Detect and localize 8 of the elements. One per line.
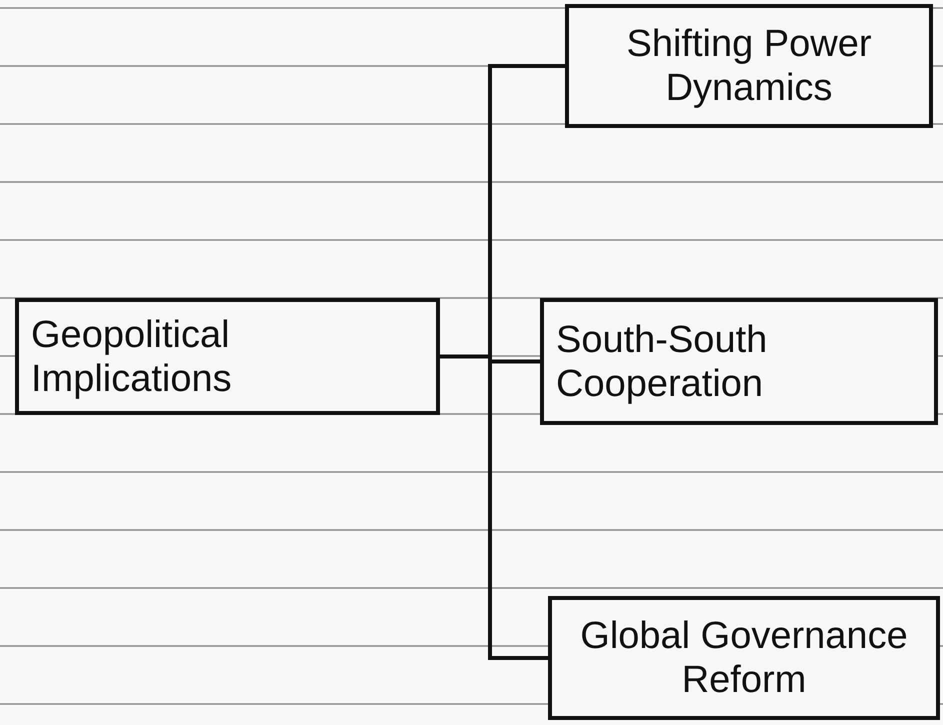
- topic-box: [540, 298, 938, 425]
- topic-box: [548, 596, 940, 720]
- topic-label: South-South Cooperation: [556, 318, 768, 406]
- topic-label: Global Governance Reform: [579, 614, 909, 702]
- topic-label: Shifting Power Dynamics: [625, 22, 872, 110]
- topic-box: [15, 298, 440, 415]
- topic-label: Geopolitical Implications: [31, 312, 233, 400]
- topic-box: [565, 4, 933, 128]
